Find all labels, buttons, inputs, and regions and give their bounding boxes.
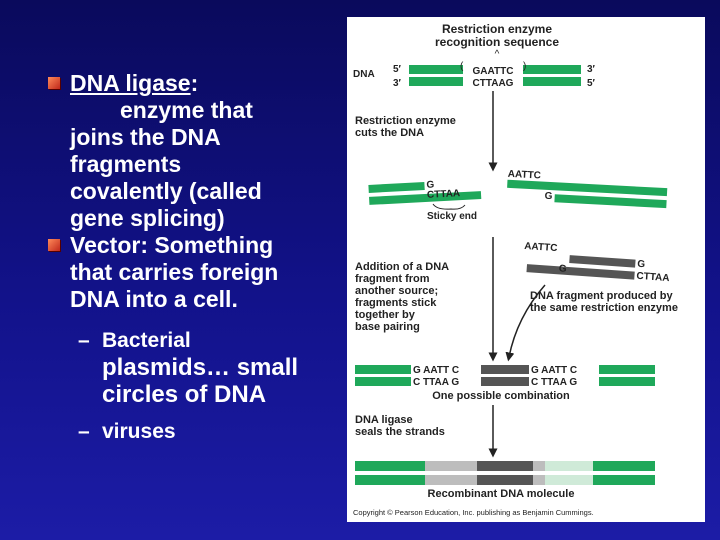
slide-text: DNA ligase: enzyme that joins the DNA fr… <box>40 70 340 445</box>
frag-left-top-seq: AATTC <box>524 241 558 254</box>
comb1-bottom-seq: C TTAA G <box>413 377 459 388</box>
comb1-top-seq: G AATT C <box>413 365 459 376</box>
plasmids-line-2: plasmids… small <box>102 354 299 381</box>
title-line-1: Restriction enzyme <box>442 22 552 36</box>
bullet-square-icon <box>48 239 60 251</box>
dash-icon: – <box>78 420 90 443</box>
cut-label-2: cuts the DNA <box>355 127 424 139</box>
three-prime-right: 3′ <box>587 64 596 75</box>
plasmids-line-3: circles of DNA <box>102 381 267 408</box>
comb2-top-seq: G AATT C <box>531 365 577 376</box>
viruses-line: viruses <box>102 420 176 443</box>
ligase-label-2: seals the strands <box>355 426 445 438</box>
frag-label-1: DNA fragment produced by <box>530 290 673 302</box>
add-label-2: fragment from <box>355 273 430 285</box>
arrow-fragment <box>505 284 546 362</box>
dash-icon: – <box>78 329 90 352</box>
combination-molecule: G AATT C C TTAA G G AATT C C TTAA G <box>355 365 655 388</box>
recombinant-label: Recombinant DNA molecule <box>428 488 575 500</box>
sticky-end-label: Sticky end <box>427 211 477 222</box>
copyright-notice: Copyright © Pearson Education, Inc. publ… <box>353 508 594 517</box>
foreign-fragment: AATTC G G CTTAA <box>524 241 670 284</box>
sub-bullet-viruses: – viruses <box>40 418 340 445</box>
ligase-line-2: joins the DNA <box>70 124 221 150</box>
right-top-seq: AATTC <box>508 169 542 182</box>
bullet-square-icon <box>48 77 60 89</box>
restriction-enzyme-figure: Restriction enzyme recognition sequence … <box>347 17 705 522</box>
ligase-label-1: DNA ligase <box>355 414 413 426</box>
title-line-2: recognition sequence <box>435 35 559 49</box>
left-bottom-seq: CTTAA <box>427 188 461 201</box>
ligase-line-1: enzyme that <box>120 97 253 123</box>
bullet-vector: Vector: Something that carries foreign D… <box>40 232 340 313</box>
frag-label-2: the same restriction enzyme <box>530 302 678 314</box>
ligase-line-3: fragments <box>70 151 182 177</box>
bullet-dna-ligase: DNA ligase: enzyme that joins the DNA fr… <box>40 70 340 232</box>
dna-label: DNA <box>353 69 375 80</box>
recombinant-molecule <box>355 461 655 485</box>
three-prime-left: 3′ <box>393 78 402 89</box>
bracket-icon: ) <box>523 61 526 72</box>
vector-line-1: Vector: Something <box>70 232 274 258</box>
caret-icon: ^ <box>495 49 500 60</box>
left-fragment: G CTTAA <box>368 179 482 205</box>
comb2-bottom-seq: C TTAA G <box>531 377 577 388</box>
right-bottom-seq: G <box>544 191 553 202</box>
plasmids-line-1: Bacterial <box>102 329 191 352</box>
add-label-6: base pairing <box>355 321 420 333</box>
add-label-3: another source; <box>355 285 438 297</box>
ligase-line-4: covalently (called <box>70 178 262 204</box>
cut-label-1: Restriction enzyme <box>355 115 456 127</box>
add-label-1: Addition of a DNA <box>355 261 449 273</box>
term-dna-ligase: DNA ligase <box>70 70 191 96</box>
site-top-seq: GAATTC <box>473 66 514 77</box>
add-label-5: together by <box>355 309 416 321</box>
combination-label: One possible combination <box>432 390 570 402</box>
frag-right-top-seq: G <box>637 259 646 271</box>
colon: : <box>190 70 199 96</box>
left-top-seq: G <box>426 179 435 190</box>
five-prime-left: 5′ <box>393 64 402 75</box>
frag-right-bottom-seq: CTTAA <box>636 271 670 284</box>
add-label-4: fragments stick <box>355 297 437 309</box>
bracket-icon: ( <box>460 61 464 72</box>
sub-bullet-plasmids: – Bacterial plasmids… small circles of D… <box>40 327 340 408</box>
recognition-site-box <box>463 64 523 87</box>
sticky-brace-icon <box>432 203 466 210</box>
figure-svg: Restriction enzyme recognition sequence … <box>353 22 678 517</box>
ligase-line-5: gene splicing) <box>70 205 225 231</box>
right-fragment: AATTC G <box>507 169 668 209</box>
site-bottom-seq: CTTAAG <box>473 78 514 89</box>
vector-line-2: that carries foreign <box>70 259 279 285</box>
five-prime-right: 5′ <box>587 78 596 89</box>
vector-line-3: DNA into a cell. <box>70 286 238 312</box>
frag-left-bottom-seq: G <box>558 263 567 275</box>
